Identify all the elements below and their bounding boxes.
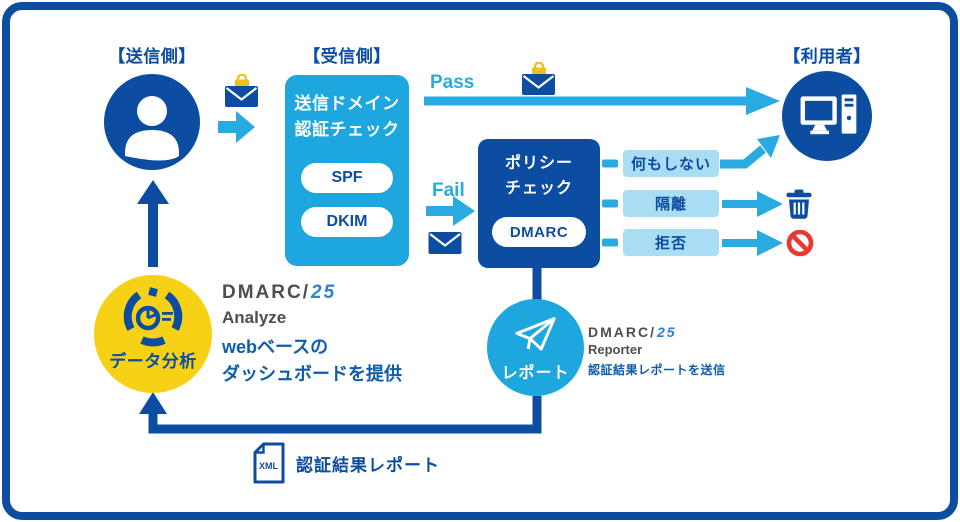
action-box-reject: 拒否 <box>623 229 719 256</box>
fail-label: Fail <box>432 180 465 201</box>
reporter-product-name: Reporter <box>588 342 643 357</box>
report-label: レポート <box>501 365 570 382</box>
pie-chart-icon <box>123 287 183 347</box>
pass-label: Pass <box>430 72 475 93</box>
block-icon <box>786 229 814 257</box>
locked-mail-icon <box>522 62 555 95</box>
paper-plane-icon <box>514 317 556 351</box>
trash-icon <box>786 189 812 219</box>
user-title: 【利用者】 <box>783 47 871 66</box>
dmarc25-logo: DMARC/25 <box>588 324 677 340</box>
analysis-circle: データ分析 <box>94 275 212 393</box>
auth-check-title: 送信ドメイン 認証チェック <box>294 94 400 140</box>
dkim-pill: DKIM <box>301 207 393 237</box>
sender-title: 【送信側】 <box>108 47 196 66</box>
receiver-title: 【受信側】 <box>303 47 391 66</box>
computer-icon <box>800 94 857 135</box>
analyze-product-name: Analyze <box>222 308 287 327</box>
sender-circle <box>104 74 200 170</box>
dmarc25-logo: DMARC/25 <box>222 282 337 303</box>
analysis-label: データ分析 <box>109 352 197 371</box>
spf-pill: SPF <box>301 163 393 193</box>
auth-check-box: 送信ドメイン 認証チェック SPF DKIM <box>285 75 409 266</box>
analyze-description: webベースの ダッシュボードを提供 <box>222 337 402 384</box>
action-box-quarantine: 隔離 <box>623 190 719 217</box>
reporter-info: DMARC/25 Reporter 認証結果レポートを送信 <box>588 324 726 378</box>
dmarc-pill: DMARC <box>492 217 586 247</box>
report-circle: レポート <box>487 299 584 396</box>
action-box-none: 何もしない <box>623 150 719 177</box>
xml-report-label: 認証結果レポート <box>296 456 440 475</box>
person-icon <box>125 96 179 161</box>
locked-mail-icon <box>225 74 258 107</box>
policy-check-box: ポリシー チェック DMARC <box>478 139 600 268</box>
policy-check-title: ポリシー チェック <box>504 155 573 197</box>
mail-icon <box>428 232 462 254</box>
xml-badge: XML <box>259 461 279 471</box>
analyze-info: DMARC/25 Analyze webベースの ダッシュボードを提供 <box>222 282 402 388</box>
xml-file-icon: XML <box>253 442 285 484</box>
user-circle <box>782 71 872 161</box>
reporter-description: 認証結果レポートを送信 <box>588 363 726 377</box>
